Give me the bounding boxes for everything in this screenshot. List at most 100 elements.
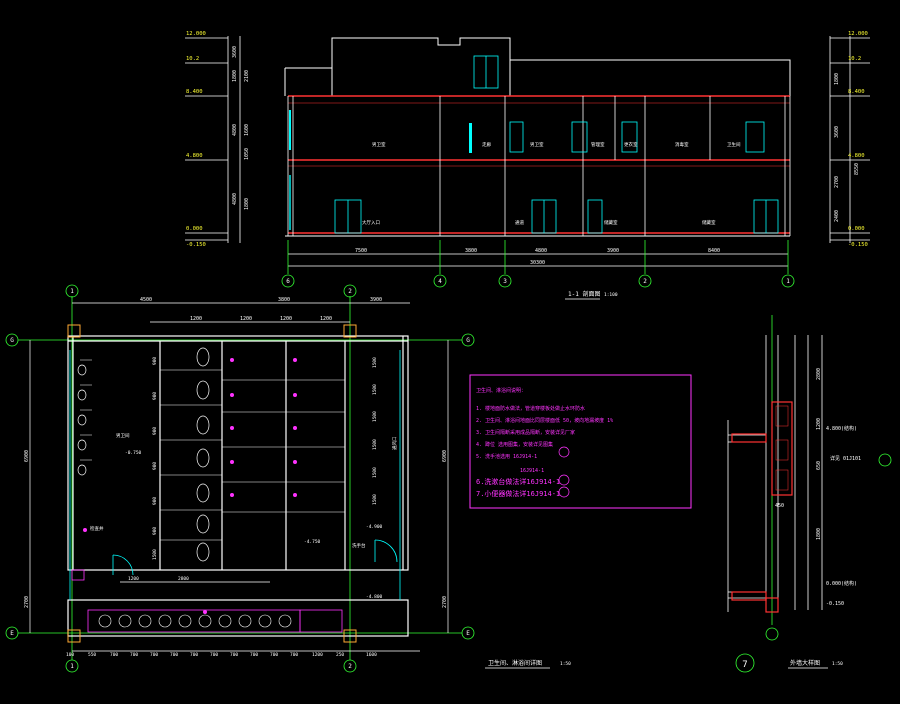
plan-left-dim: 2700: [24, 596, 30, 608]
plan-bottom-dim2: 1200: [128, 576, 139, 582]
plan-bottom-dim: 700: [230, 652, 238, 658]
section-total-dim: 30300: [530, 260, 545, 266]
plan-axis-top-1: 1: [70, 288, 74, 295]
plan-label: -0.750: [125, 450, 142, 456]
plan-label: -4.800: [366, 594, 383, 600]
inner-dim: 900: [152, 462, 158, 470]
plan-view: 1 2 G E G E 1 2 4500 3800 3900 1200 1200…: [5, 284, 571, 673]
plan-title: 卫生间、淋浴间详图: [488, 659, 542, 667]
notes-header: 卫生间、淋浴间说明：: [476, 387, 526, 394]
notes-line: 1. 楼地面防水做法，管道穿楼板处做止水环防水: [476, 405, 585, 412]
plan-axis-bottom-2: 2: [348, 663, 352, 670]
plan-walls: [67, 335, 409, 637]
plan-scale: 1:50: [560, 661, 571, 667]
elev-right-neg: -0.150: [848, 242, 868, 248]
detail-dim: 1200: [816, 418, 822, 430]
room-label: 走廊: [482, 141, 491, 148]
axis-bubble: 3: [503, 278, 507, 285]
notes-line: 2. 卫生间、淋浴间地面比同层楼面低 50，坡向地漏坡度 1%: [476, 417, 613, 424]
section-dim: 7500: [355, 248, 367, 254]
plan-axis-bottom-1: 1: [70, 663, 74, 670]
plan-top-dim: 3800: [278, 297, 290, 303]
plan-axis-right-e: E: [466, 630, 470, 637]
plan-right-dim: 2700: [442, 596, 448, 608]
plan-bottom-dim: 700: [290, 652, 298, 658]
room-label: 消毒室: [675, 141, 689, 148]
plan-top-dim: 3900: [370, 297, 382, 303]
inner-dim: 900: [152, 427, 158, 435]
elev-left-neg: -0.150: [186, 242, 206, 248]
section-title: 1-1 剖面图: [568, 290, 600, 298]
plan-bottom-dim: 100: [66, 652, 74, 658]
section-dim: 3800: [465, 248, 477, 254]
inner-dim-right: 1500: [372, 494, 378, 505]
plan-bottom-dim: 1600: [366, 652, 377, 658]
plan-fixtures: [77, 347, 210, 562]
plan-label: 洗手台: [352, 542, 366, 549]
elev-right-8: 8.400: [848, 89, 865, 95]
notes-line: 3. 卫生间隔断采用成品隔断，安装详见厂家: [476, 429, 575, 436]
inner-dim-right: 1500: [372, 467, 378, 478]
plan-bottom-dim: 700: [270, 652, 278, 658]
elev-right-10: 10.2: [848, 56, 861, 62]
room-label: 储藏室: [604, 219, 618, 226]
inner-dim: 900: [152, 392, 158, 400]
plan-bottom-dim: 550: [88, 652, 96, 658]
plan-axis-top-2: 2: [348, 288, 352, 295]
plan-bottom-dim: 700: [190, 652, 198, 658]
section-dim: 8400: [708, 248, 720, 254]
plan-top-dim2: 1200: [240, 316, 252, 322]
detail-dim: 2800: [816, 368, 822, 380]
plan-bottom-dim: 700: [150, 652, 158, 658]
plan-top-dim2: 1200: [320, 316, 332, 322]
section-elevations-left: [185, 36, 241, 243]
notes-index: 16J914-1: [520, 468, 544, 474]
inner-dim-right: 1500: [372, 357, 378, 368]
elev-left-12: 12.000: [186, 31, 206, 37]
detail-title: 外墙大样图: [790, 659, 820, 667]
vdim: 2700: [834, 176, 840, 188]
section-scale: 1:100: [604, 292, 618, 298]
section-left-vdims: 3600 1800 4800 4800 2100 1600 1050 1800: [232, 46, 250, 210]
inner-dim: 1500: [152, 549, 158, 560]
elev-right-0: 0.000: [848, 226, 865, 232]
vdim: 4800: [232, 193, 238, 205]
elev-left-0: 0.000: [186, 226, 203, 232]
plan-axis-left-g: G: [10, 337, 14, 344]
vdim: 2400: [834, 210, 840, 222]
detail-scale: 1:50: [832, 661, 843, 667]
plan-doors: [69, 350, 401, 600]
section-openings: [334, 55, 779, 234]
vdim: 3600: [232, 46, 238, 58]
plan-right-dim: 6900: [442, 450, 448, 462]
notes-line-7: 7.小便器做法详16J914-1: [476, 489, 560, 498]
vdim: 1800: [232, 70, 238, 82]
plan-bottom-dim: 700: [250, 652, 258, 658]
notes-line-6: 6.洗漱台做法详16J914-1: [476, 477, 560, 486]
plan-bottom-dim: 700: [130, 652, 138, 658]
wall-detail: 4.800(结构) 0.000(结构) -0.150 2800 1200 650…: [727, 315, 892, 673]
detail-elev-bottom: 0.000(结构): [826, 580, 857, 587]
elev-right-12: 12.000: [848, 31, 868, 37]
vdim: 8550: [854, 163, 860, 175]
room-label: 管理室: [591, 141, 605, 148]
plan-axis-right-g: G: [466, 337, 470, 344]
elev-left-10: 10.2: [186, 56, 199, 62]
plan-label: -4.750: [304, 539, 321, 545]
plan-bottom-dims: 100 550 700 700 700 700 700 700 700 700 …: [66, 576, 377, 658]
vdim: 1800: [834, 73, 840, 85]
vdim: 1050: [244, 148, 250, 160]
room-label: 卫生间: [727, 141, 741, 148]
detail-note: 详见 01J101: [830, 455, 861, 462]
detail-dim: 650: [816, 461, 822, 470]
plan-bottom-dim: 700: [210, 652, 218, 658]
notes-line: 5. 洗手池选用 16J914-1: [476, 453, 537, 460]
axis-bubble: 2: [643, 278, 647, 285]
detail-circle-label: 7: [742, 660, 747, 670]
plan-label: -4.900: [366, 524, 383, 530]
elev-left-4: 4.800: [186, 153, 203, 159]
elev-left-8: 8.400: [186, 89, 203, 95]
room-label: 男卫室: [530, 141, 544, 148]
plan-top-dim: 4500: [140, 297, 152, 303]
